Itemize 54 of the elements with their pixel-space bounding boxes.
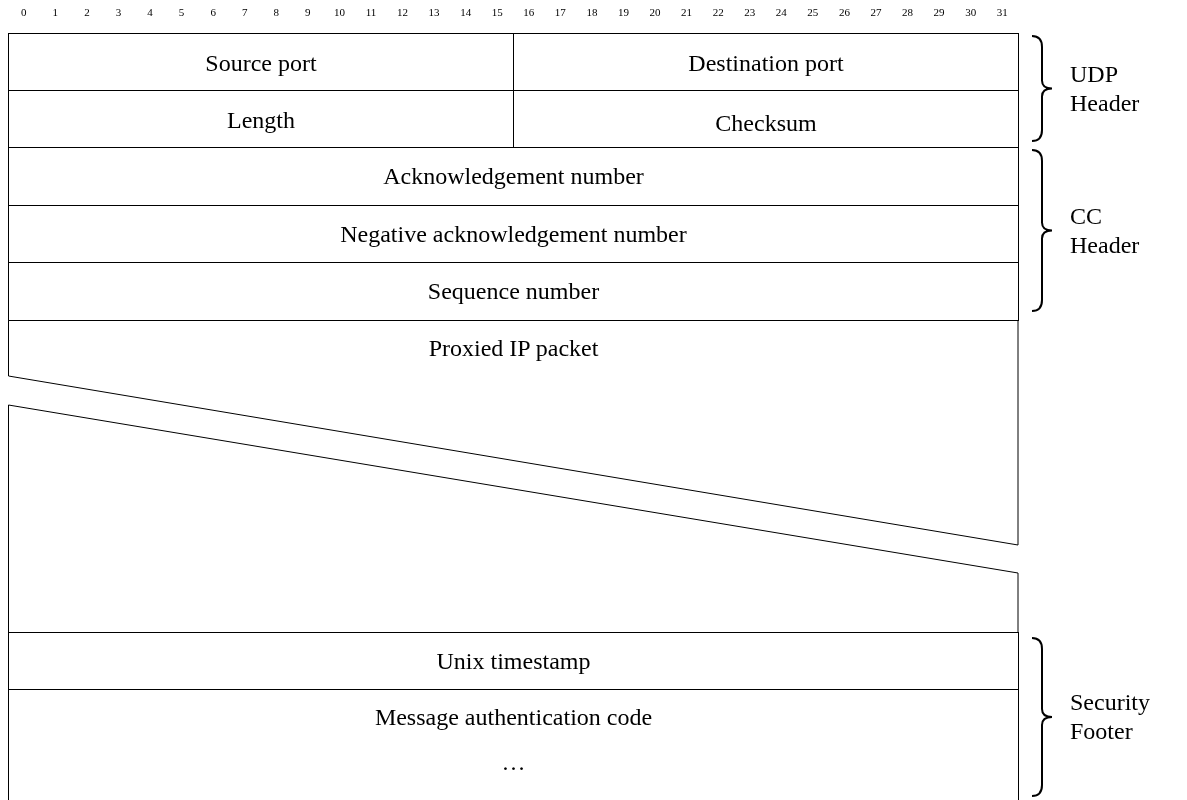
field-box — [8, 689, 1019, 800]
bit-number: 21 — [680, 6, 694, 18]
bit-number: 5 — [177, 6, 186, 18]
field-box — [8, 262, 1019, 321]
field-box — [8, 33, 514, 91]
bit-number: 3 — [114, 6, 123, 18]
bit-number: 17 — [553, 6, 567, 18]
field-label: Acknowledgement number — [382, 162, 645, 190]
field-box — [8, 205, 1019, 263]
field-label: Sequence number — [426, 277, 601, 305]
bit-number: 7 — [240, 6, 249, 18]
bit-number: 26 — [837, 6, 851, 18]
bit-number: 24 — [774, 6, 788, 18]
bit-number: 12 — [396, 6, 410, 18]
bit-number: 22 — [711, 6, 725, 18]
bit-number: 8 — [272, 6, 281, 18]
field-box — [8, 147, 1019, 206]
bit-number: 11 — [364, 6, 378, 18]
field-label: Message authentication code — [373, 703, 654, 731]
field-box — [513, 33, 1019, 91]
bit-number: 0 — [20, 6, 28, 18]
bit-number: 2 — [83, 6, 91, 18]
field-label: Length — [226, 106, 296, 134]
bit-number: 6 — [209, 6, 217, 18]
field-label: Checksum — [714, 109, 818, 137]
group-label: Security Footer — [1070, 688, 1151, 746]
bit-number: 27 — [869, 6, 883, 18]
bit-number: 29 — [932, 6, 946, 18]
bit-number: 23 — [743, 6, 757, 18]
bit-number: 1 — [51, 6, 60, 18]
bit-number: 20 — [648, 6, 662, 18]
bit-number: 13 — [427, 6, 441, 18]
bit-number: 14 — [459, 6, 473, 18]
bit-number: 25 — [806, 6, 820, 18]
field-label: Destination port — [687, 49, 845, 77]
bit-number: 28 — [901, 6, 915, 18]
bit-number: 9 — [304, 6, 312, 18]
field-label: Proxied IP packet — [427, 334, 600, 362]
bit-number: 16 — [522, 6, 536, 18]
field-label: Negative acknowledgement number — [339, 220, 688, 248]
bit-number: 19 — [616, 6, 630, 18]
bit-number: 4 — [146, 6, 154, 18]
bit-number: 31 — [995, 6, 1009, 18]
group-label: UDP Header — [1070, 59, 1141, 118]
bit-number: 10 — [332, 6, 346, 18]
field-label: Unix timestamp — [435, 647, 592, 675]
field-label: Source port — [204, 49, 318, 77]
bit-number: 30 — [964, 6, 978, 18]
ellipsis: … — [500, 748, 527, 776]
bit-number: 15 — [490, 6, 504, 18]
field-box — [8, 632, 1019, 690]
group-label: CC Header — [1070, 201, 1141, 260]
bit-number: 18 — [585, 6, 599, 18]
field-box — [8, 320, 1019, 633]
